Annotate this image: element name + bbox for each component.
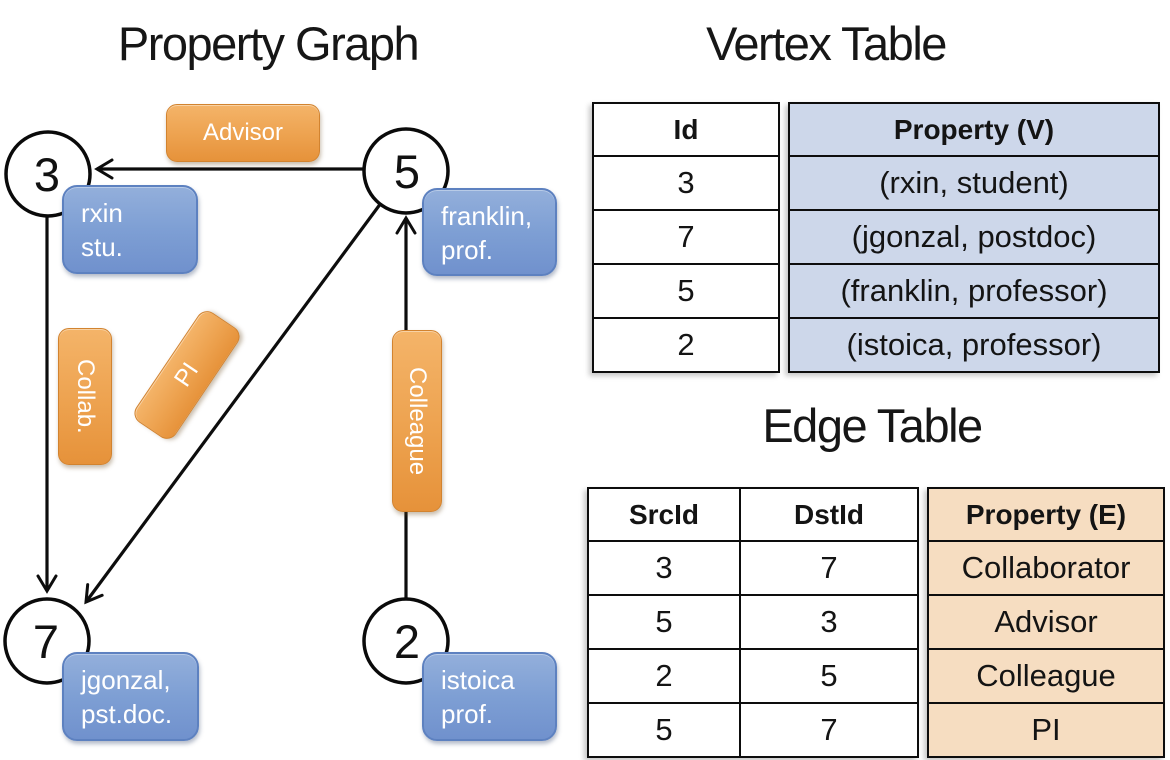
vertex-table-title: Vertex Table [706,17,947,70]
vertex-table-property-column: Property (V) (rxin, student) (jgonzal, p… [788,102,1160,373]
vertex-id-cell: 5 [592,263,780,319]
node-label-2-line2: prof. [441,699,494,729]
edge-dst-cell: 7 [739,540,919,596]
edge-label-advisor-text: Advisor [202,119,284,146]
edge-table-title: Edge Table [762,399,983,452]
vertex-id-2: 2 [394,615,420,668]
vertex-table-header-property: Property (V) [788,102,1160,157]
vertex-table-header-id: Id [592,102,780,157]
edge-src-cell: 5 [587,702,741,758]
vertex-id-5: 5 [394,145,420,198]
node-label-3-line2: stu. [81,232,123,262]
node-label-7-line1: jgonzal, [81,665,171,695]
node-label-7: jgonzal, pst.doc. [62,652,199,741]
node-label-2: istoica prof. [422,652,557,741]
node-label-5: franklin, prof. [422,188,557,276]
edge-table-property-column: Property (E) Collaborator Advisor Collea… [927,487,1165,758]
edge-src-cell: 3 [587,540,741,596]
edge-src-cell: 2 [587,648,741,704]
table-column-gap [919,487,927,758]
vertex-property-cell: (istoica, professor) [788,317,1160,373]
node-label-3: rxin stu. [62,185,198,274]
edge-src-cell: 5 [587,594,741,650]
edge-property-cell: Colleague [927,648,1165,704]
node-label-3-line1: rxin [81,198,123,228]
node-label-7-line2: pst.doc. [81,699,173,729]
vertex-table-id-column: Id 3 7 5 2 [592,102,780,373]
vertex-ids: 3 5 7 2 [33,145,420,668]
edge-property-cell: Advisor [927,594,1165,650]
vertex-property-cell: (jgonzal, postdoc) [788,209,1160,265]
edge-label-collab: Collab. [58,328,112,465]
vertex-property-cell: (rxin, student) [788,155,1160,211]
edge-label-colleague: Colleague [392,330,442,512]
vertex-id-3: 3 [34,148,60,201]
edge-table: SrcId DstId 3 7 5 3 2 5 5 7 Property (E) [587,487,1165,758]
vertex-table: Id 3 7 5 2 Property (V) (rxin, student) … [592,102,1160,373]
vertex-id-cell: 2 [592,317,780,373]
node-label-5-line1: franklin, [441,201,533,231]
edge-label-colleague-text: Colleague [404,366,431,476]
edge-table-header-property: Property (E) [927,487,1165,542]
edge-dst-cell: 7 [739,702,919,758]
vertex-id-7: 7 [33,615,59,668]
vertex-id-cell: 3 [592,155,780,211]
edge-dst-cell: 5 [739,648,919,704]
edge-table-header-dstid: DstId [739,487,919,542]
edge-pi-5-to-7 [84,202,383,605]
edge-label-collab-text: Collab. [72,359,99,434]
edge-label-advisor: Advisor [166,104,320,162]
edge-table-header-srcid: SrcId [587,487,741,542]
edge-label-pi-text: PI [169,357,205,392]
vertex-id-cell: 7 [592,209,780,265]
node-label-2-line1: istoica [441,665,515,695]
vertex-property-cell: (franklin, professor) [788,263,1160,319]
edge-property-cell: PI [927,702,1165,758]
edge-property-cell: Collaborator [927,540,1165,596]
table-column-gap [780,102,788,373]
edge-dst-cell: 3 [739,594,919,650]
property-graph-title: Property Graph [117,17,420,70]
edge-table-id-columns: SrcId DstId 3 7 5 3 2 5 5 7 [587,487,919,758]
node-label-5-line2: prof. [441,235,494,265]
